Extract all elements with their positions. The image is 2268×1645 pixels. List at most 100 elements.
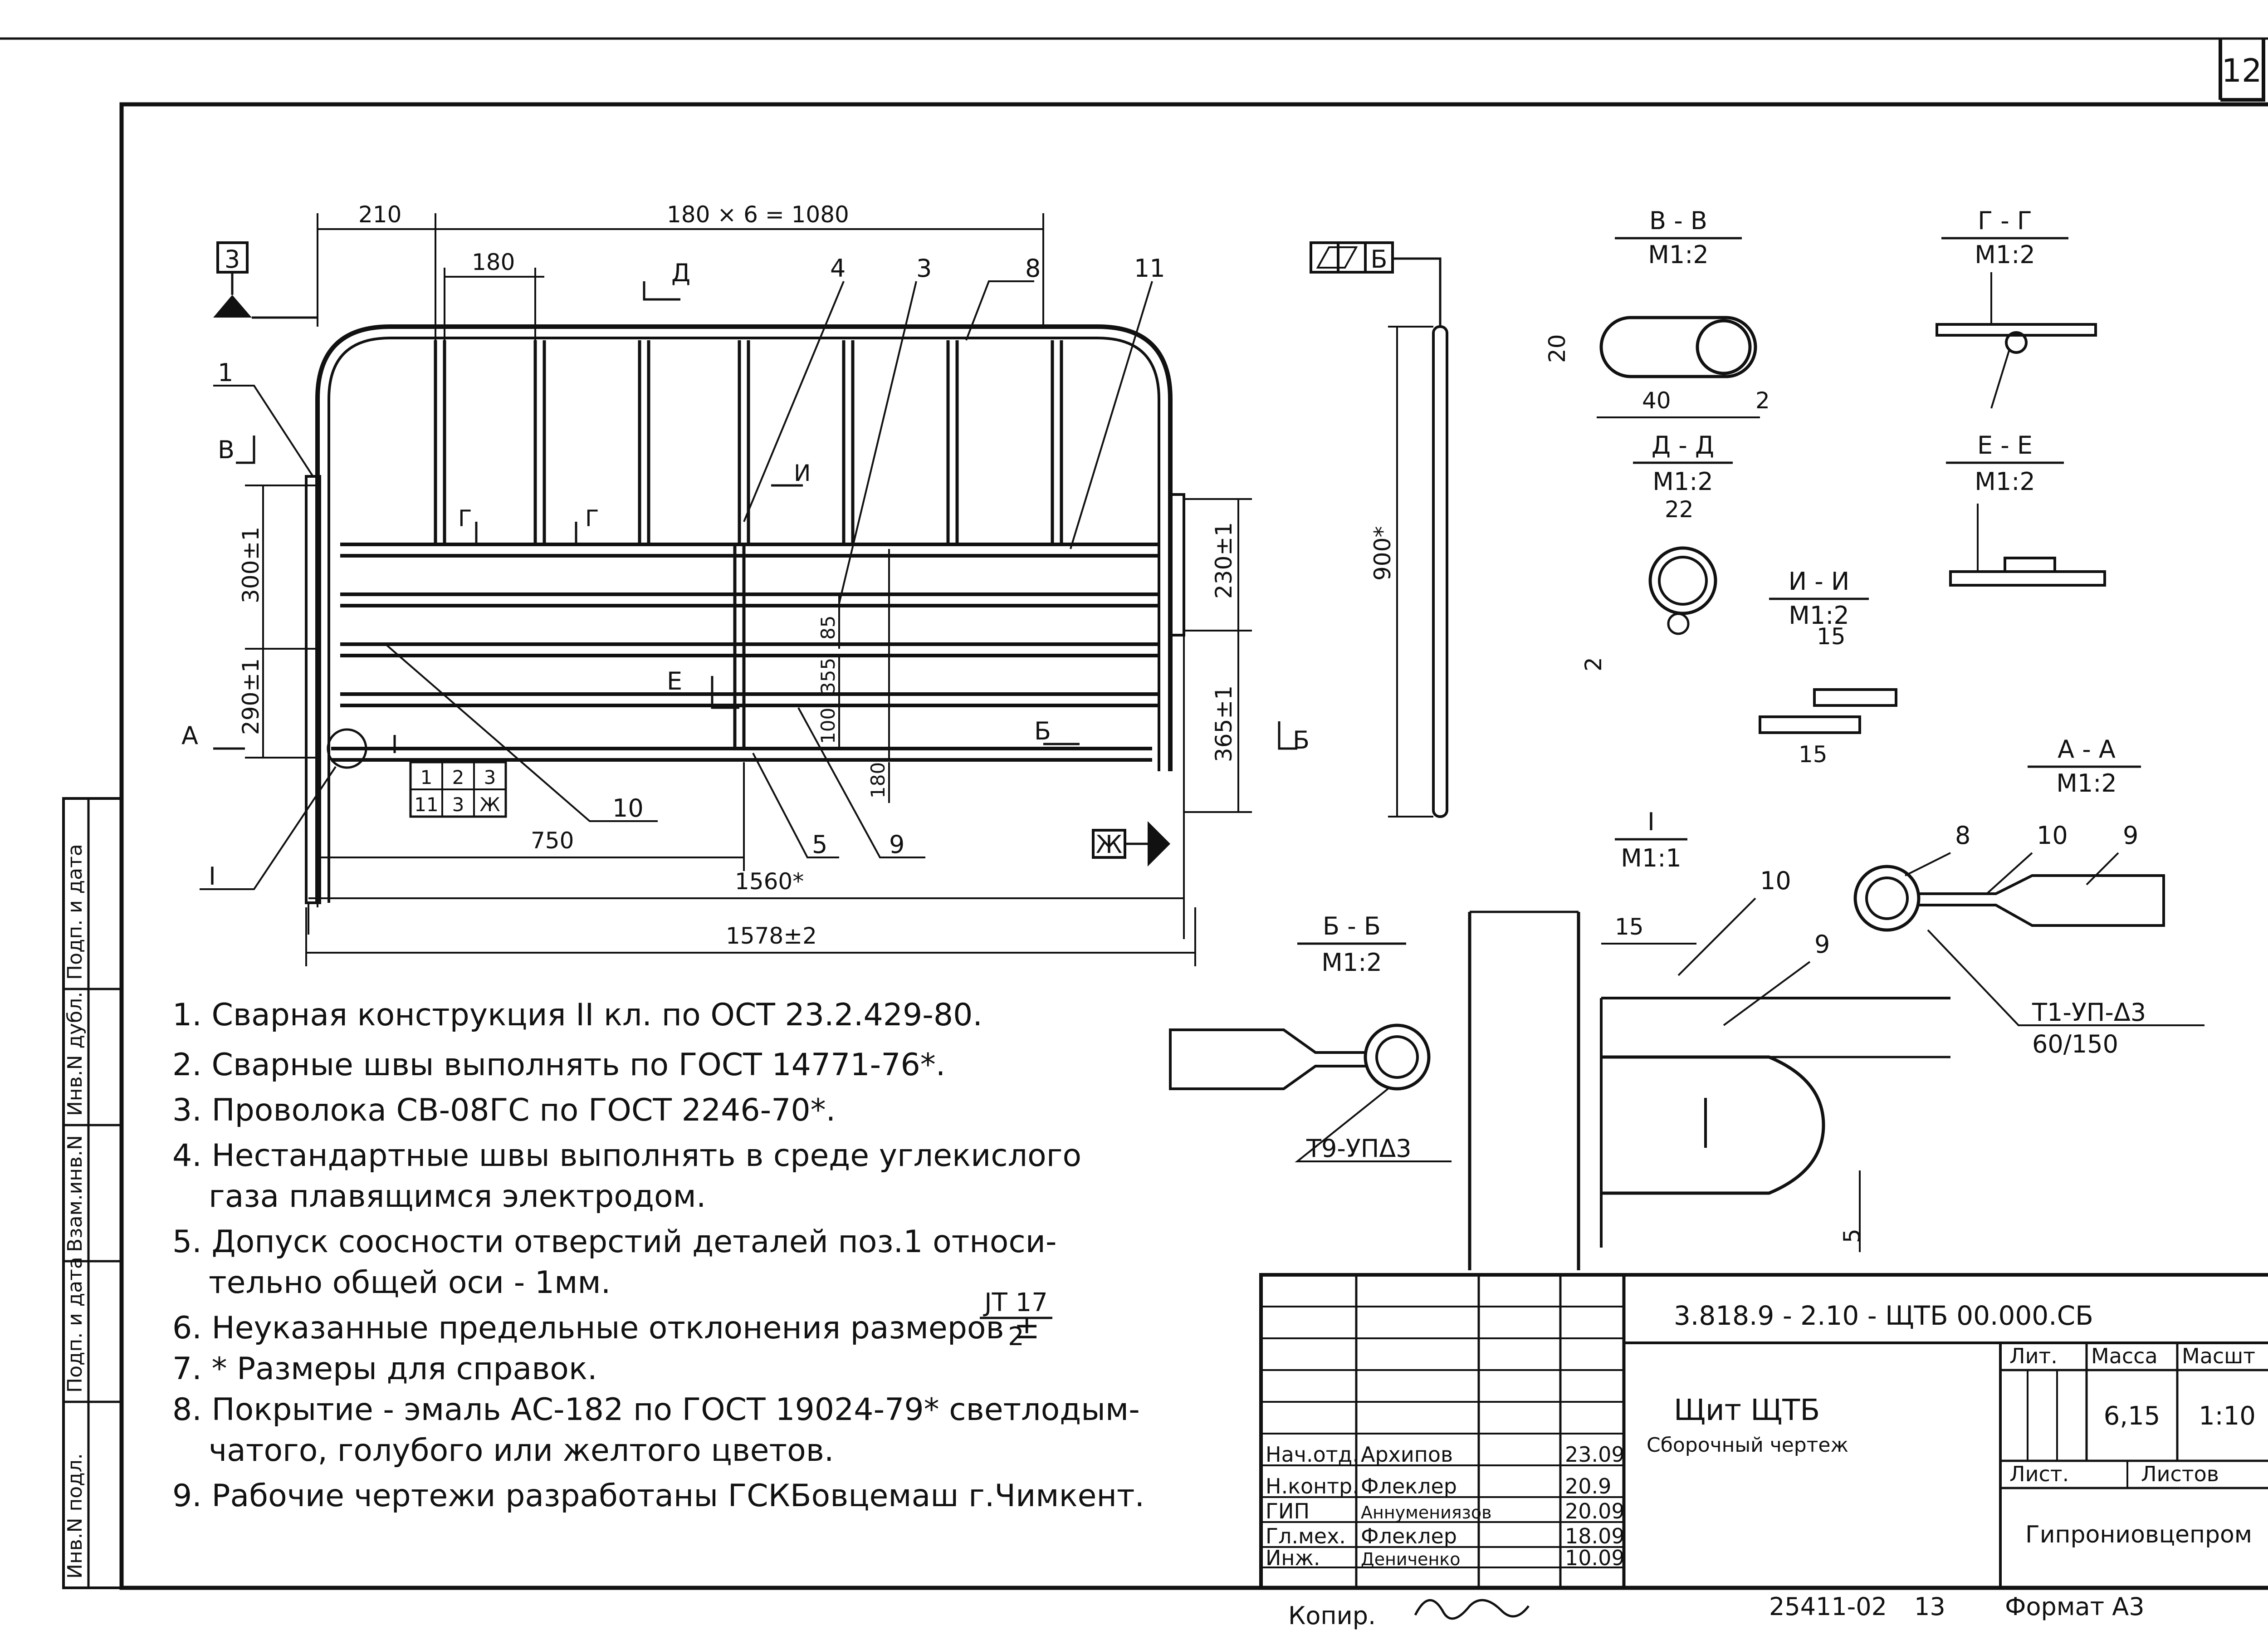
copy-signature <box>1414 1599 1530 1620</box>
note-6: 6. Неуказанные предельные отклонения раз… <box>172 1310 1040 1346</box>
svg-text:1: 1 <box>420 766 433 788</box>
hdr-lit: Лит. <box>2009 1344 2058 1368</box>
stamp-inv-podl: Инв.N подл. <box>64 1453 87 1579</box>
note-4: 4. Нестандартные швы выполнять в среде у… <box>172 1138 1081 1174</box>
note-8: 8. Покрытие - эмаль АС-182 по ГОСТ 19024… <box>172 1392 1140 1428</box>
hdr-mass: Масса <box>2091 1344 2158 1368</box>
svg-text:3: 3 <box>484 766 496 788</box>
sheet-label: Лист. <box>2009 1462 2069 1486</box>
product-name: Щит ЩТБ <box>1674 1394 1820 1427</box>
dim-900: 900* <box>1369 526 1396 581</box>
svg-text:Г - Г: Г - Г <box>1978 206 2032 235</box>
dim-300: 300±1 <box>238 527 264 603</box>
pos-8: 8 <box>1025 254 1041 283</box>
svg-text:М1:2: М1:2 <box>1321 948 1382 977</box>
note-4b: газа плавящимся электродом. <box>209 1179 706 1214</box>
svg-text:5: 5 <box>1839 1229 1865 1243</box>
dim-180x6: 180 × 6 = 1080 <box>667 201 849 228</box>
svg-text:Д - Д: Д - Д <box>1652 431 1714 460</box>
svg-text:11: 11 <box>414 793 438 816</box>
dim-750: 750 <box>531 827 574 854</box>
mark-g-1: Г <box>458 505 472 532</box>
pos-9: 9 <box>889 830 904 859</box>
svg-text:М1:2: М1:2 <box>1975 467 2035 496</box>
pos-5: 5 <box>812 830 827 859</box>
pos-10: 10 <box>612 794 644 822</box>
svg-text:2: 2 <box>452 766 464 788</box>
dim-210: 210 <box>358 201 401 228</box>
mark-v-left: В <box>218 436 235 464</box>
svg-text:22: 22 <box>1665 496 1694 523</box>
page-number: 13 <box>1914 1592 1945 1621</box>
svg-text:8: 8 <box>1955 821 1970 850</box>
pos-3: 3 <box>916 254 932 283</box>
sig-date-1: 23.09 <box>1565 1442 1625 1467</box>
pos-1: 1 <box>218 358 233 387</box>
stamp-inv-dubl: Инв.N дубл. <box>64 992 87 1116</box>
sig-date-4: 18.09 <box>1565 1524 1625 1548</box>
svg-text:Т9-УПΔ3: Т9-УПΔ3 <box>1306 1134 1412 1163</box>
section-bb: Б - Б М1:2 Т9-УПΔ3 <box>1169 912 1452 1163</box>
sig-name-4: Флеклер <box>1361 1524 1457 1548</box>
svg-text:М1:2: М1:2 <box>1652 467 1713 496</box>
svg-text:20: 20 <box>1544 334 1570 363</box>
main-view: 3 Ж 210 180 × 6 = 1080 180 750 1560* 157… <box>181 201 1310 966</box>
svg-text:2: 2 <box>1755 387 1770 414</box>
sig-date-5: 10.09 <box>1565 1546 1625 1570</box>
side-stamp: Инв.N подл. Подп. и дата Взам.инв.N Инв.… <box>62 797 123 1589</box>
hdr-scale: Масшт <box>2182 1344 2255 1368</box>
base-mark-zh: Ж <box>1096 830 1122 859</box>
svg-text:Ж: Ж <box>479 793 500 816</box>
section-ii: И - И М1:2 15 15 <box>1759 567 1897 768</box>
mark-g-2: Г <box>585 505 599 532</box>
section-dd: Д - Д М1:2 22 2 <box>1580 431 1733 671</box>
weld-table: 1 2 3 11 3 Ж <box>409 761 507 818</box>
dim-290: 290±1 <box>238 658 264 735</box>
note-7: 7. * Размеры для справок. <box>172 1351 597 1387</box>
dim-1578: 1578±2 <box>726 923 817 949</box>
sig-name-5: Дениченко <box>1361 1549 1460 1569</box>
note-3: 3. Проволока СВ-08ГС по ГОСТ 2246-70*. <box>172 1092 836 1128</box>
sig-role-3: ГИП <box>1266 1499 1310 1523</box>
dim-180: 180 <box>472 249 515 275</box>
dim-1560: 1560* <box>735 868 804 895</box>
dim-180-inner: 180 <box>867 762 889 798</box>
svg-text:А - А: А - А <box>2058 735 2116 764</box>
mark-i: И <box>794 460 811 486</box>
svg-text:М1:2: М1:2 <box>2056 769 2117 798</box>
section-ee: Е - Е М1:2 <box>1946 431 2106 587</box>
pos-I: I <box>209 862 216 891</box>
doc-code: 3.818.9 - 2.10 - ЩТБ 00.000.СБ <box>1674 1300 2093 1331</box>
mark-a: А <box>181 721 198 750</box>
svg-text:Б - Б: Б - Б <box>1323 912 1381 940</box>
svg-text:9: 9 <box>1814 930 1830 959</box>
svg-text:3: 3 <box>452 793 464 816</box>
svg-text:60/150: 60/150 <box>2032 1030 2118 1058</box>
note-5: 5. Допуск соосности отверстий деталей по… <box>172 1224 1057 1260</box>
section-vv: В - В М1:2 20 40 2 <box>1544 206 1770 418</box>
svg-text:10: 10 <box>1760 867 1791 895</box>
note-6-num: JT 17 <box>983 1288 1048 1317</box>
svg-text:15: 15 <box>1615 914 1644 940</box>
svg-text:10: 10 <box>2037 821 2068 850</box>
mark-b-right: Б <box>1293 726 1310 754</box>
base-mark-3: 3 <box>225 245 240 274</box>
copy-label: Копир. <box>1288 1601 1376 1630</box>
sig-role-2: Н.контр. <box>1266 1474 1359 1498</box>
dim-100: 100 <box>817 708 839 744</box>
note-9: 9. Рабочие чертежи разработаны ГСКБовцем… <box>172 1478 1144 1514</box>
title-block: Нач.отд. Архипов 23.09 Н.контр. Флеклер … <box>1259 1273 2268 1590</box>
sig-name-3: Аннумениязов <box>1361 1503 1491 1523</box>
svg-text:9: 9 <box>2123 821 2138 850</box>
sheet-number: 12 <box>2221 52 2262 89</box>
detail-I: I М1:1 10 9 15 5 <box>1468 808 1950 1270</box>
sig-date-3: 20.09 <box>1565 1499 1625 1523</box>
sig-name-2: Флеклер <box>1361 1474 1457 1498</box>
svg-text:Е - Е: Е - Е <box>1977 431 2033 460</box>
sheets-label: Листов <box>2141 1462 2219 1486</box>
svg-text:15: 15 <box>1817 623 1846 650</box>
scale-value: 1:10 <box>2199 1401 2256 1431</box>
sig-name-1: Архипов <box>1361 1442 1453 1467</box>
stamp-vzam-inv: Взам.инв.N <box>64 1135 87 1252</box>
svg-text:М1:2: М1:2 <box>1789 601 1849 630</box>
